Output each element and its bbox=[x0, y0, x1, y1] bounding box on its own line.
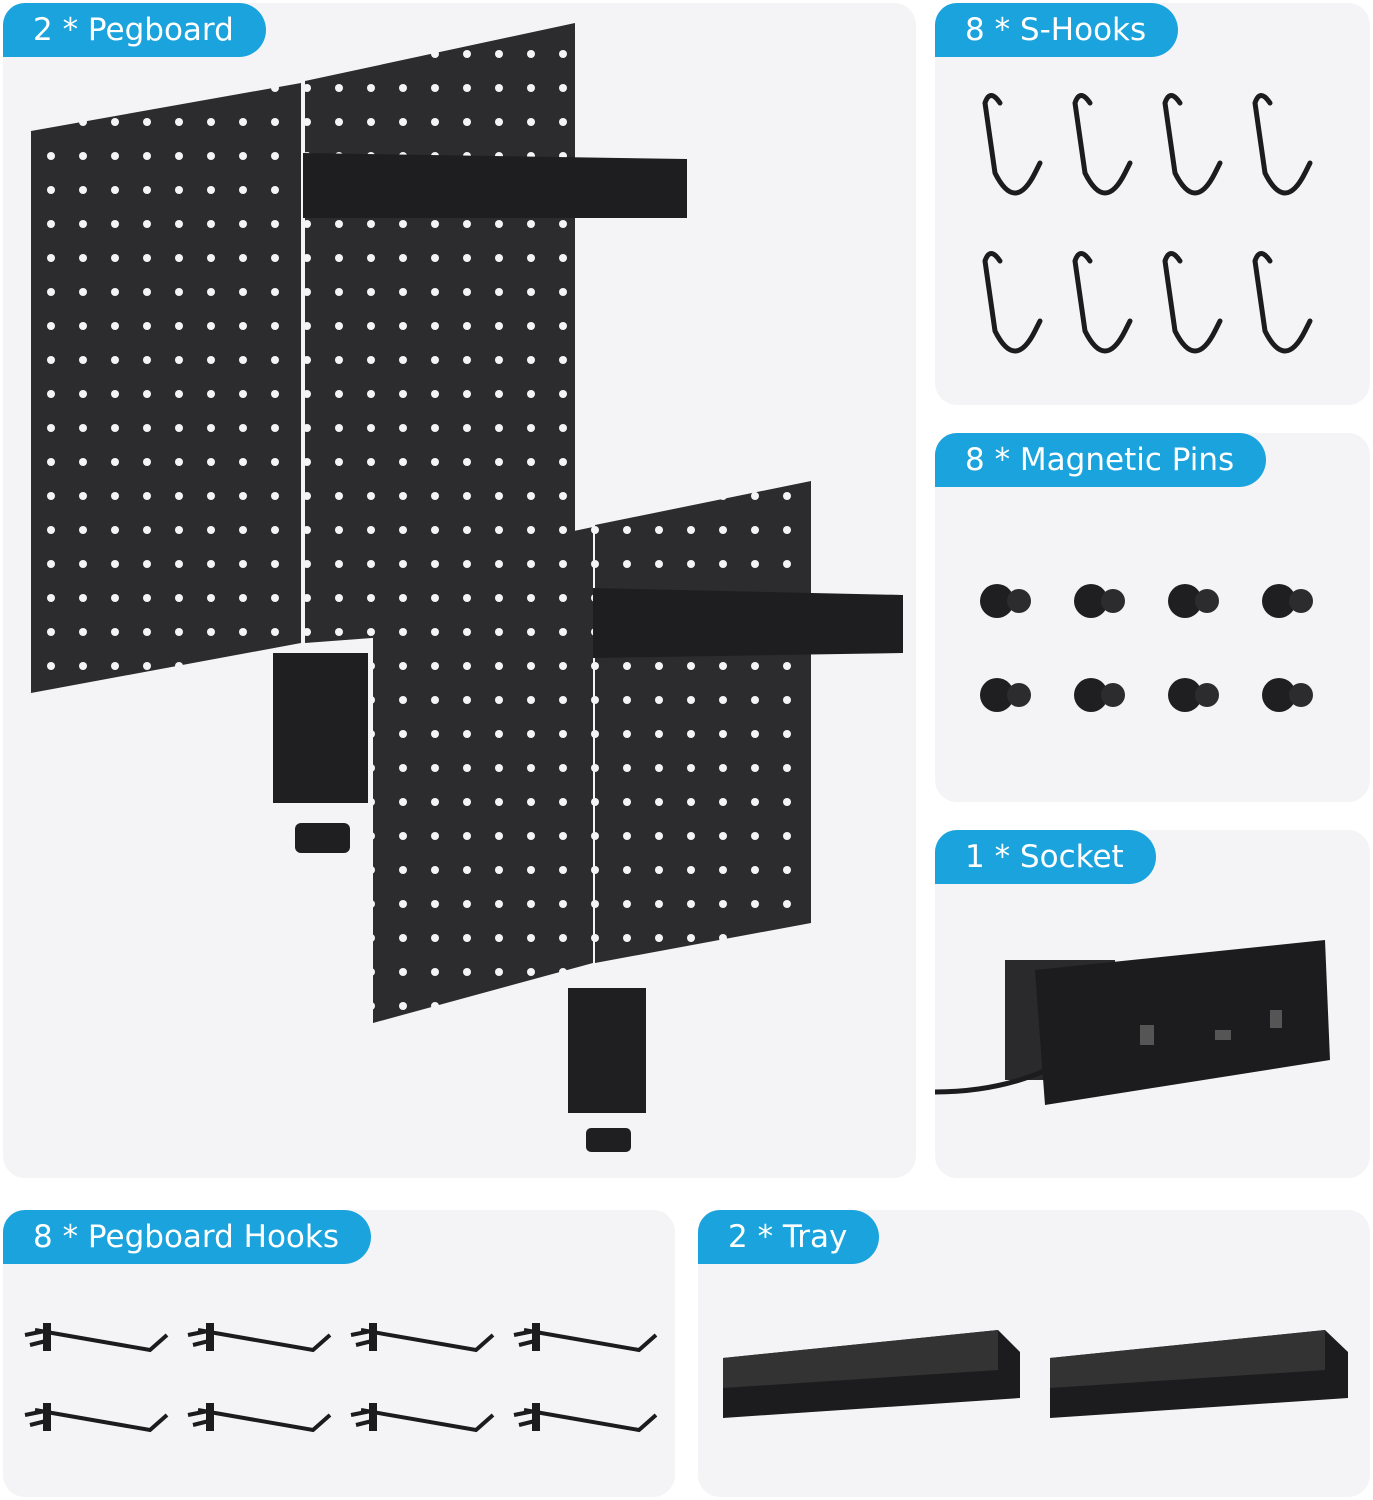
socket-panel: 1 * Socket bbox=[935, 830, 1370, 1178]
tray-panel: 2 * Tray bbox=[698, 1210, 1370, 1497]
magnetic-pins-illustration bbox=[980, 584, 1313, 712]
small-pegboard bbox=[373, 481, 903, 1152]
pegboard-hook-icon bbox=[513, 1403, 658, 1433]
magnetic-pin-icon bbox=[980, 678, 1031, 712]
pegboard-hook-icon bbox=[513, 1323, 658, 1353]
pegboard-hooks-label: 8 * Pegboard Hooks bbox=[3, 1210, 371, 1264]
pegboard-hooks-illustration bbox=[24, 1323, 658, 1433]
s-hook-icon bbox=[1252, 251, 1313, 354]
large-pegboard bbox=[31, 23, 687, 853]
pegboard-illustration bbox=[31, 23, 903, 1152]
pegboard-hook-icon bbox=[350, 1323, 495, 1353]
magnetic-pin-icon bbox=[1168, 584, 1219, 618]
s-hooks-label: 8 * S-Hooks bbox=[935, 3, 1179, 57]
magnetic-pins-label: 8 * Magnetic Pins bbox=[935, 433, 1267, 487]
pegboard-hook-icon bbox=[24, 1323, 169, 1353]
socket-illustration bbox=[935, 940, 1330, 1105]
s-hook-icon bbox=[1072, 251, 1133, 354]
socket-label: 1 * Socket bbox=[935, 830, 1156, 884]
s-hook-icon bbox=[982, 251, 1043, 354]
pegboard-hook-icon bbox=[187, 1403, 332, 1433]
magnetic-pin-icon bbox=[1074, 678, 1125, 712]
pegboard-hook-icon bbox=[187, 1323, 332, 1353]
s-hook-icon bbox=[1162, 251, 1223, 354]
magnetic-pins-panel: 8 * Magnetic Pins bbox=[935, 433, 1370, 802]
s-hooks-panel: 8 * S-Hooks bbox=[935, 3, 1370, 405]
pegboard-hook-icon bbox=[350, 1403, 495, 1433]
s-hooks-illustration bbox=[982, 93, 1313, 354]
pegboard-hook-icon bbox=[24, 1403, 169, 1433]
pegboard-panel: 2 * Pegboard bbox=[3, 3, 916, 1178]
tray-item-2 bbox=[1050, 1330, 1348, 1418]
s-hook-icon bbox=[1252, 93, 1313, 196]
magnetic-pin-icon bbox=[1262, 678, 1313, 712]
s-hook-icon bbox=[1162, 93, 1223, 196]
pegboard-label: 2 * Pegboard bbox=[3, 3, 266, 57]
s-hook-icon bbox=[982, 93, 1043, 196]
s-hook-icon bbox=[1072, 93, 1133, 196]
magnetic-pin-icon bbox=[1074, 584, 1125, 618]
magnetic-pin-icon bbox=[1168, 678, 1219, 712]
tray-illustration bbox=[723, 1330, 1348, 1418]
magnetic-pin-icon bbox=[980, 584, 1031, 618]
tray-label: 2 * Tray bbox=[698, 1210, 880, 1264]
tray-item-1 bbox=[723, 1330, 1020, 1418]
pegboard-hooks-panel: 8 * Pegboard Hooks bbox=[3, 1210, 675, 1497]
magnetic-pin-icon bbox=[1262, 584, 1313, 618]
